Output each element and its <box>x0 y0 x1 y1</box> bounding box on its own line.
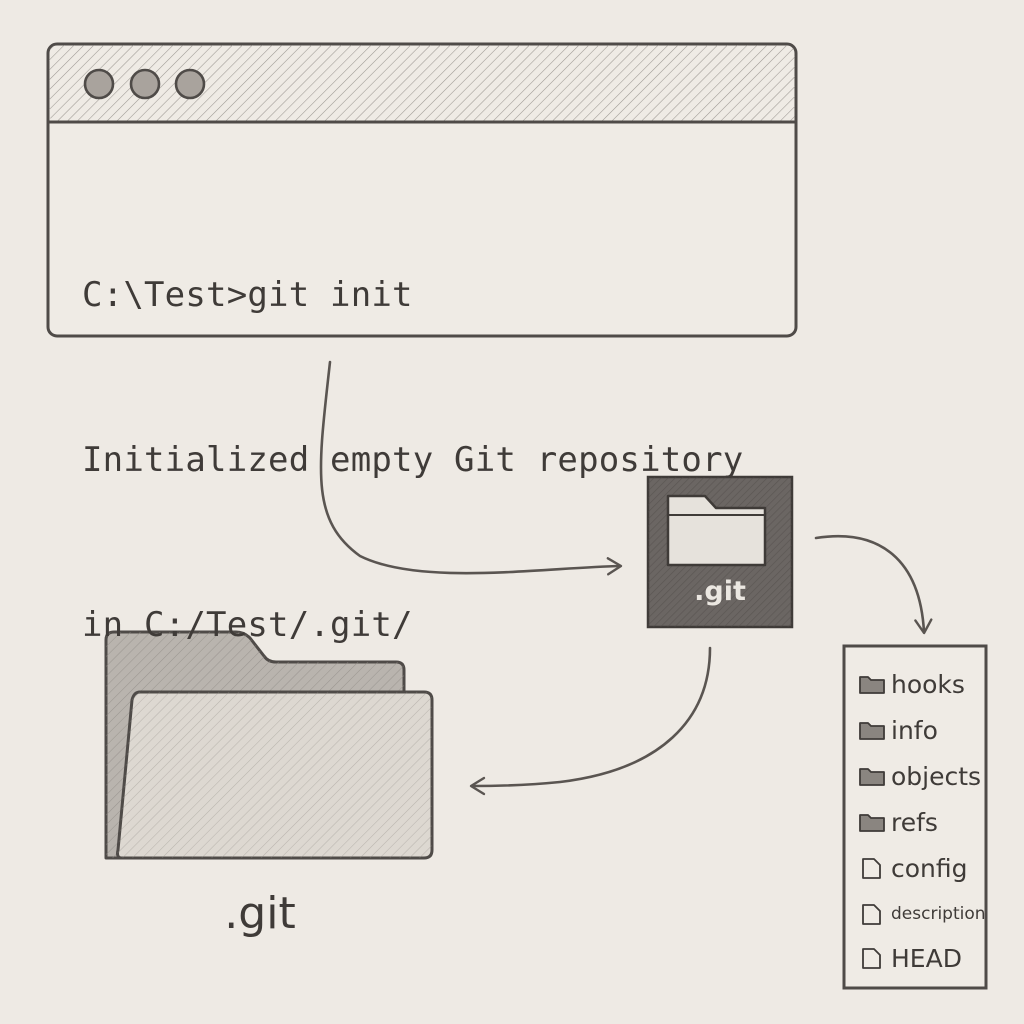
terminal-output: C:\Test>git init Initialized empty Git r… <box>82 158 743 708</box>
folder-icon <box>859 676 885 694</box>
window-button-icon <box>83 68 115 100</box>
list-item-label: description <box>891 904 986 924</box>
folder-icon <box>104 630 434 860</box>
git-folder-label: .git <box>694 576 746 607</box>
file-icon <box>862 948 881 969</box>
arrow-terminal-to-git <box>319 360 623 576</box>
list-item-label: HEAD <box>891 943 962 973</box>
list-item-label: info <box>891 715 938 745</box>
file-icon <box>862 858 881 879</box>
folder-icon <box>666 494 767 567</box>
terminal-window <box>46 42 798 338</box>
list-item: description <box>858 894 986 934</box>
window-button-icon <box>174 68 206 100</box>
list-item: refs <box>858 802 938 842</box>
list-item-label: objects <box>891 761 982 791</box>
arrow-git-to-repo-folder <box>469 646 712 796</box>
list-item: HEAD <box>858 938 962 978</box>
file-icon <box>862 904 881 925</box>
arrow-git-to-contents <box>814 534 933 635</box>
list-item-label: refs <box>891 807 938 837</box>
git-contents-list: hooks info objects refs config descripti… <box>844 646 986 988</box>
list-item-label: hooks <box>891 669 965 699</box>
folder-icon <box>859 722 885 740</box>
list-item: info <box>858 710 938 750</box>
terminal-line: in C:/Test/.git/ <box>82 605 413 645</box>
list-item: hooks <box>858 664 965 704</box>
folder-icon <box>859 768 885 786</box>
repo-folder-illustration <box>104 630 434 860</box>
folder-icon <box>859 814 885 832</box>
terminal-line: Initialized empty Git repository <box>82 440 744 480</box>
terminal-line: C:\Test>git init <box>82 275 413 315</box>
window-button-icon <box>129 68 161 100</box>
list-item-label: config <box>891 853 968 883</box>
git-folder-tile <box>646 475 794 629</box>
list-item: config <box>858 848 968 888</box>
list-item: objects <box>858 756 981 796</box>
repo-folder-label: .git <box>224 888 296 939</box>
